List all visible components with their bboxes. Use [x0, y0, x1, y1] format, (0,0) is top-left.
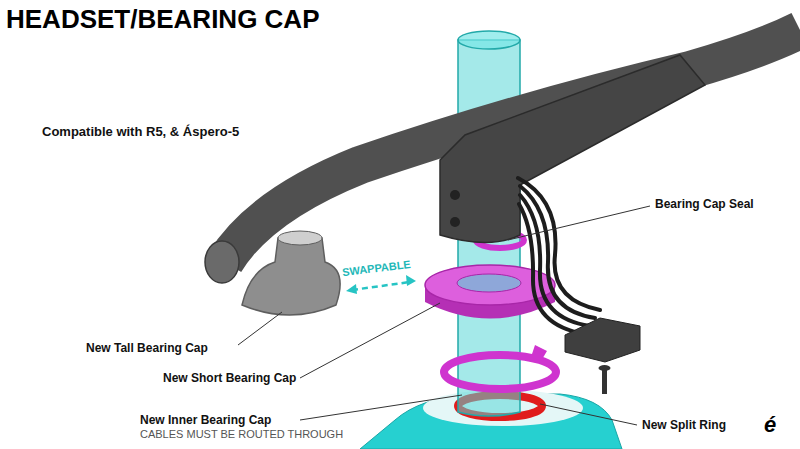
part-label: Bearing Cap Seal — [655, 197, 754, 211]
screw — [602, 368, 607, 394]
stem — [440, 55, 705, 243]
tall-cap-hole — [278, 231, 322, 245]
handlebar — [225, 30, 800, 262]
inner-cap-tab — [531, 345, 547, 361]
part-label: New Inner Bearing Cap — [140, 413, 271, 427]
leader-lines — [238, 206, 650, 425]
stem-bolt — [450, 190, 460, 200]
note: CABLES MUST BE ROUTED THROUGH — [140, 428, 343, 440]
cables — [518, 178, 600, 334]
arrow-head — [346, 284, 357, 294]
tall-bearing-cap — [242, 234, 340, 315]
steerer-top — [458, 31, 520, 49]
page-title: HEADSET/BEARING CAP — [6, 4, 319, 35]
note: Compatible with R5, & Áspero-5 — [42, 124, 239, 139]
logo: é — [764, 412, 776, 438]
cable-cover — [565, 318, 640, 362]
screw-head — [599, 365, 611, 371]
bar-end — [205, 241, 239, 283]
stem-bolt — [450, 217, 460, 227]
swap-arrow — [352, 282, 410, 290]
part-label: New Short Bearing Cap — [163, 371, 296, 385]
arrow-head — [406, 275, 416, 286]
swap-label: SWAPPABLE — [342, 258, 412, 278]
part-label: New Split Ring — [642, 418, 726, 432]
short-cap-hole — [457, 274, 521, 292]
part-label: New Tall Bearing Cap — [86, 341, 208, 355]
